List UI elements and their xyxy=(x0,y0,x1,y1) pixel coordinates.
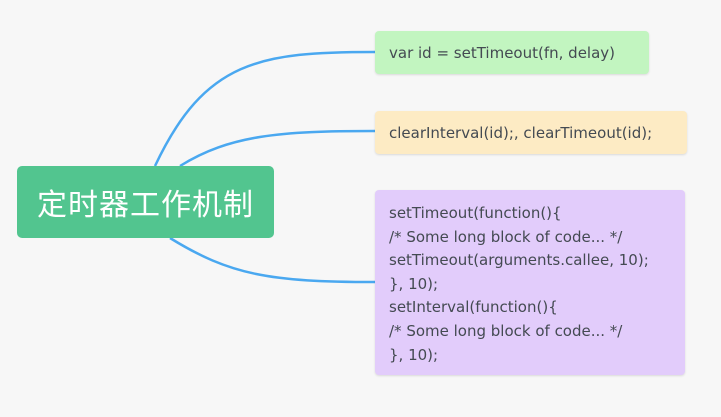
code-line-6: /* Some long block of code... */ xyxy=(389,321,623,340)
connector-to-node-2 xyxy=(179,129,376,168)
code-line-5: setInterval(function(){ xyxy=(389,298,558,317)
connector-to-node-1 xyxy=(153,50,376,167)
code-line-1: setTimeout(function(){ xyxy=(389,204,562,222)
root-topic-node[interactable]: 定时器工作机制 xyxy=(17,166,274,238)
code-line-3: setTimeout(arguments.callee, 10); xyxy=(389,251,649,270)
connector-to-node-3 xyxy=(169,236,376,284)
root-topic-label: 定时器工作机制 xyxy=(37,188,254,223)
code-line-7: }, 10); xyxy=(389,345,439,364)
code-line-4: }, 10); xyxy=(389,274,439,293)
subtopic-settimeout-node[interactable]: var id = setTimeout(fn, delay) xyxy=(375,31,649,74)
subtopic-clear-node[interactable]: clearInterval(id);, clearTimeout(id); xyxy=(375,111,687,154)
subtopic-settimeout-label: var id = setTimeout(fn, delay) xyxy=(389,43,616,62)
subtopic-clear-label: clearInterval(id);, clearTimeout(id); xyxy=(389,123,653,142)
subtopic-code-example-node[interactable]: setTimeout(function(){ /* Some long bloc… xyxy=(375,190,685,375)
code-line-2: /* Some long block of code... */ xyxy=(389,227,623,246)
